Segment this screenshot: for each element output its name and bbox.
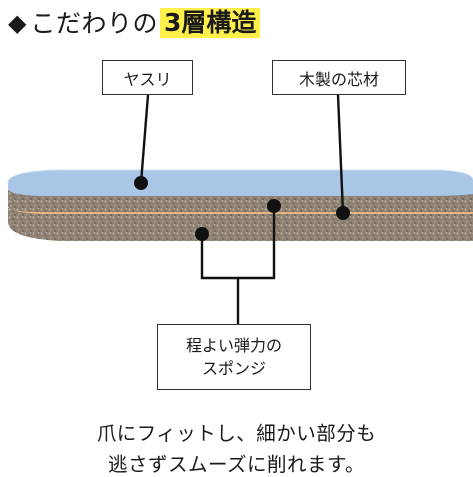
sponge-label: 程よい弾力の スポンジ	[157, 324, 311, 390]
sponge-bottom-layer	[8, 208, 473, 241]
title-text: こだわりの	[30, 8, 158, 38]
title-diamond-icon: ◆	[8, 9, 27, 37]
pointer-dot-file	[134, 176, 148, 190]
file-layer-label: ヤスリ	[102, 60, 193, 95]
pointer-dot-wood	[336, 206, 350, 220]
leader-wood	[336, 94, 345, 214]
wood-core-label: 木製の芯材	[272, 60, 406, 95]
caption-line2: 逃さずスムーズに削れます。	[107, 453, 366, 476]
file-surface-layer	[8, 170, 473, 196]
sponge-label-line1: 程よい弾力の	[185, 335, 282, 355]
sponge-label-line2: スポンジ	[201, 359, 266, 378]
leader-file	[139, 94, 150, 184]
file-layer-label-text: ヤスリ	[123, 69, 172, 89]
title-row: ◆ こだわりの 3層構造	[8, 6, 261, 40]
wood-core-label-text: 木製の芯材	[298, 69, 379, 89]
title-highlight: 3層構造	[159, 8, 261, 38]
caption-line1: 爪にフィットし、細かい部分も	[96, 422, 377, 445]
